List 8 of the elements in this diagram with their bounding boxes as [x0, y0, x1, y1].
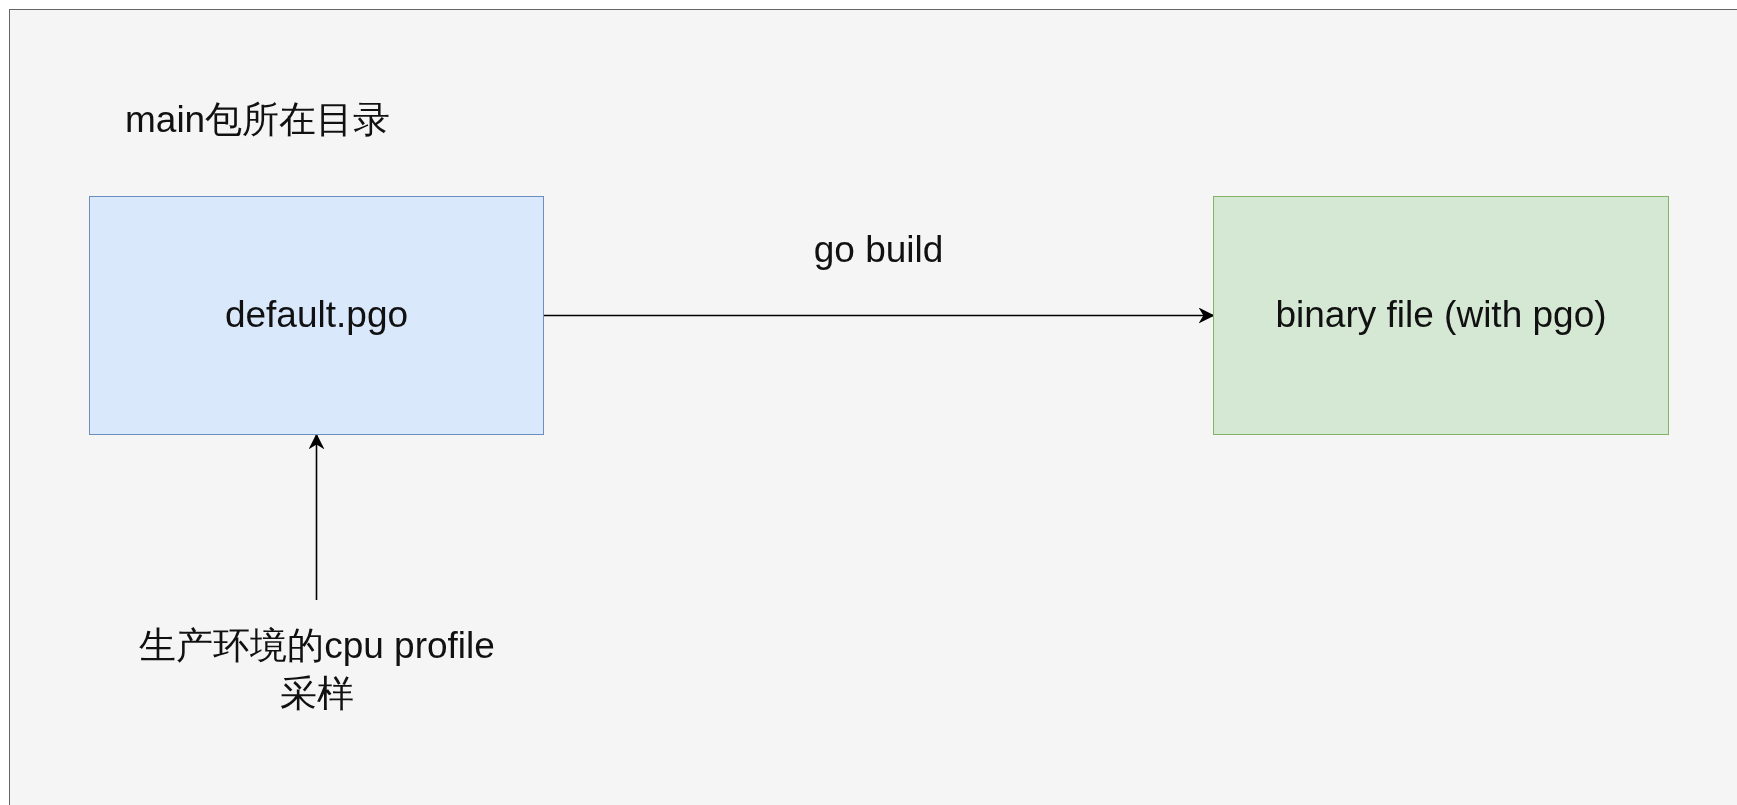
directory-heading: main包所在目录	[125, 98, 391, 142]
arrow	[308, 433, 325, 601]
text-label: 生产环境的cpu profile采样	[138, 623, 496, 716]
arrow	[543, 307, 1215, 324]
box-label: default.pgo	[224, 293, 409, 338]
output-box	[1213, 196, 1669, 435]
box-label: binary file (with pgo)	[1275, 293, 1607, 338]
file-box	[89, 196, 544, 435]
